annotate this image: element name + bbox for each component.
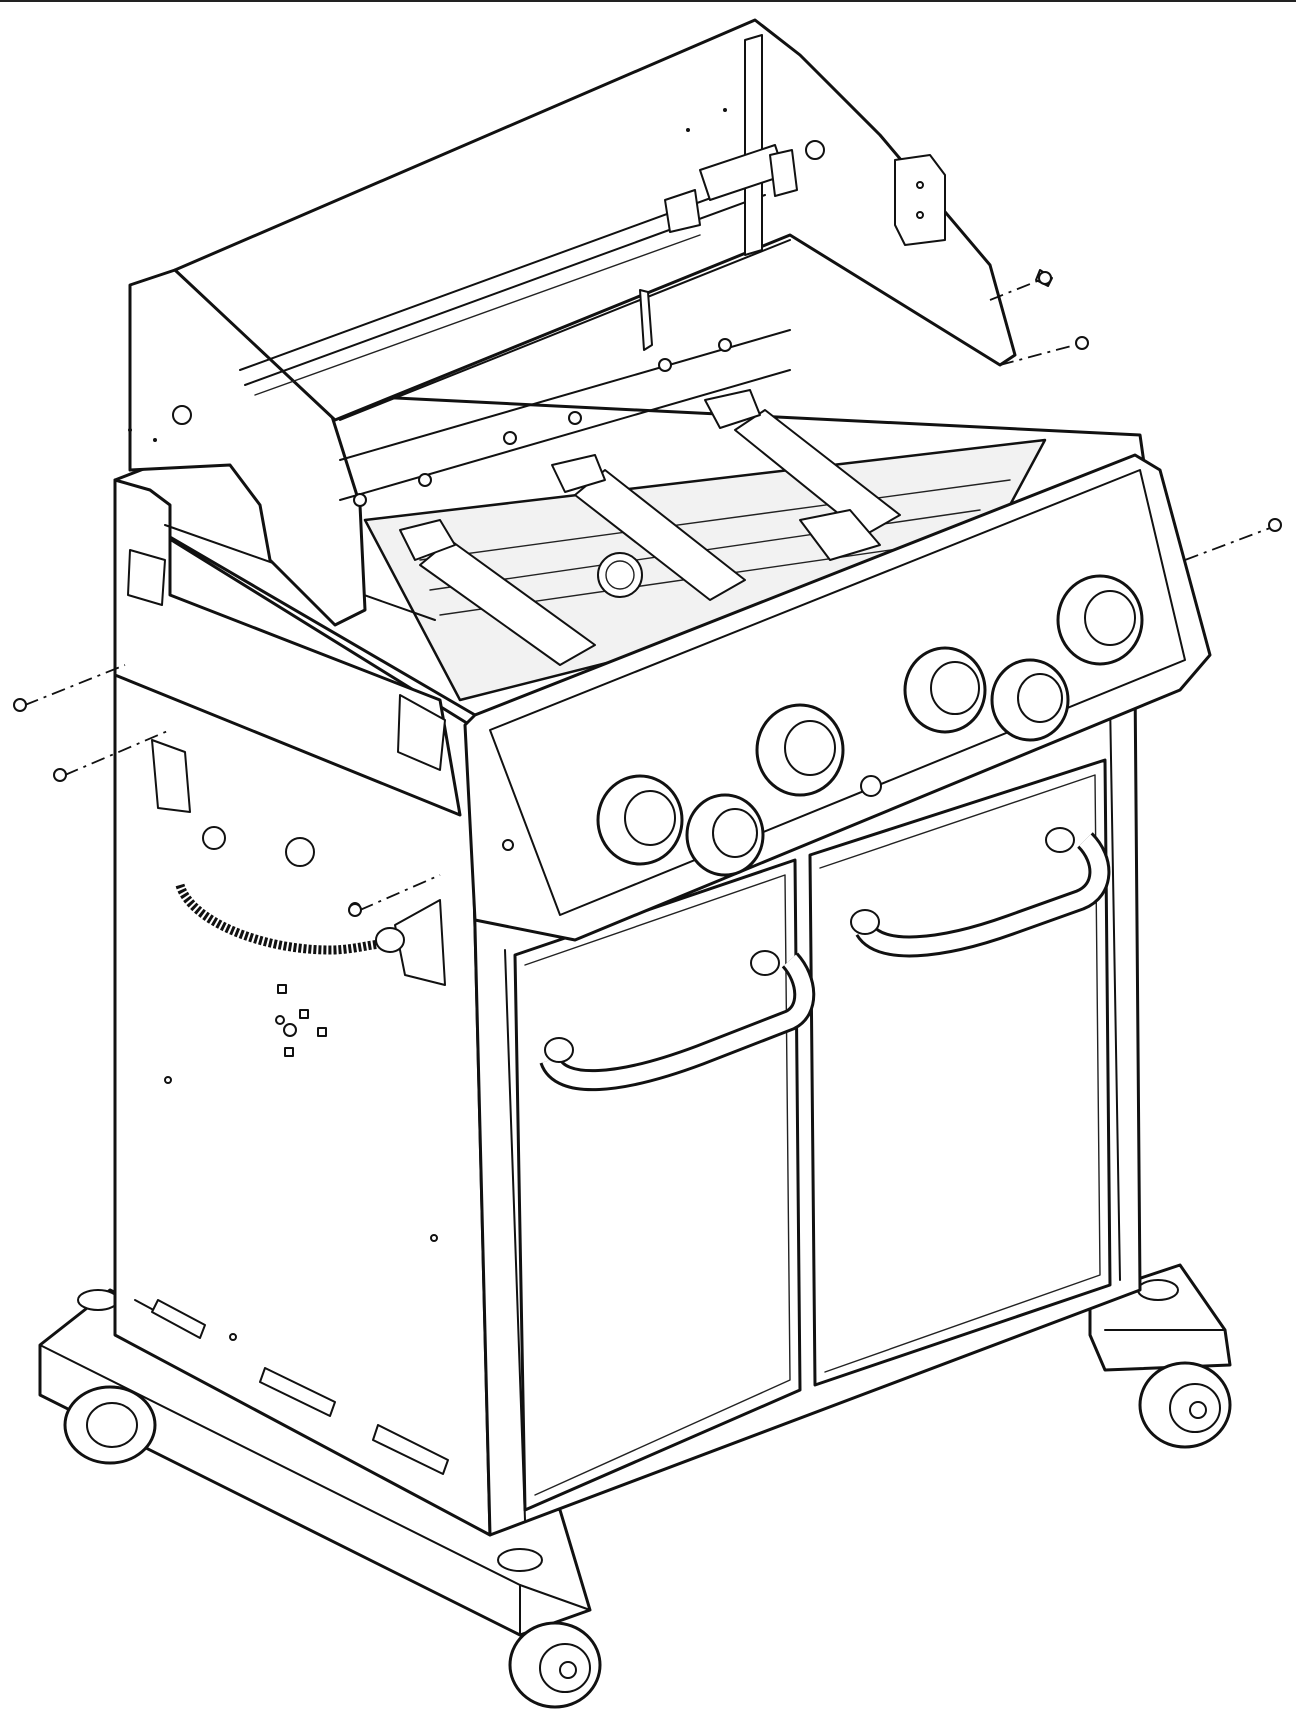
grill-lid bbox=[128, 18, 1017, 627]
caster-front-left bbox=[63, 1385, 157, 1465]
control-knob-6 bbox=[1056, 574, 1144, 666]
base-frame bbox=[38, 1263, 1232, 1637]
screw-left-lower bbox=[53, 729, 171, 782]
screw-left-upper bbox=[13, 664, 126, 712]
screw-upper-right bbox=[989, 269, 1053, 301]
control-knob-4 bbox=[903, 646, 987, 734]
gas-hose-regulator bbox=[175, 883, 446, 986]
screw-regulator bbox=[348, 874, 441, 917]
burner-2 bbox=[551, 454, 746, 601]
caster-front-right bbox=[508, 1621, 602, 1709]
top-border bbox=[0, 0, 1296, 2]
left-side-panel bbox=[113, 478, 462, 817]
burner-3 bbox=[704, 389, 901, 561]
caster-back-right bbox=[1138, 1361, 1232, 1449]
control-knob-3 bbox=[755, 703, 845, 797]
burner-1 bbox=[399, 519, 596, 666]
cabinet-door-left bbox=[513, 858, 802, 1512]
door-handle-right bbox=[850, 827, 1111, 958]
screw-far-right bbox=[1184, 518, 1282, 561]
cabinet-door-right bbox=[808, 758, 1112, 1387]
control-knob-5 bbox=[990, 658, 1070, 742]
control-knob-1 bbox=[596, 774, 684, 866]
heat-tents bbox=[339, 289, 791, 507]
screw-mid-right bbox=[999, 336, 1089, 366]
control-knob-2 bbox=[685, 793, 765, 877]
door-handle-left bbox=[539, 950, 816, 1092]
